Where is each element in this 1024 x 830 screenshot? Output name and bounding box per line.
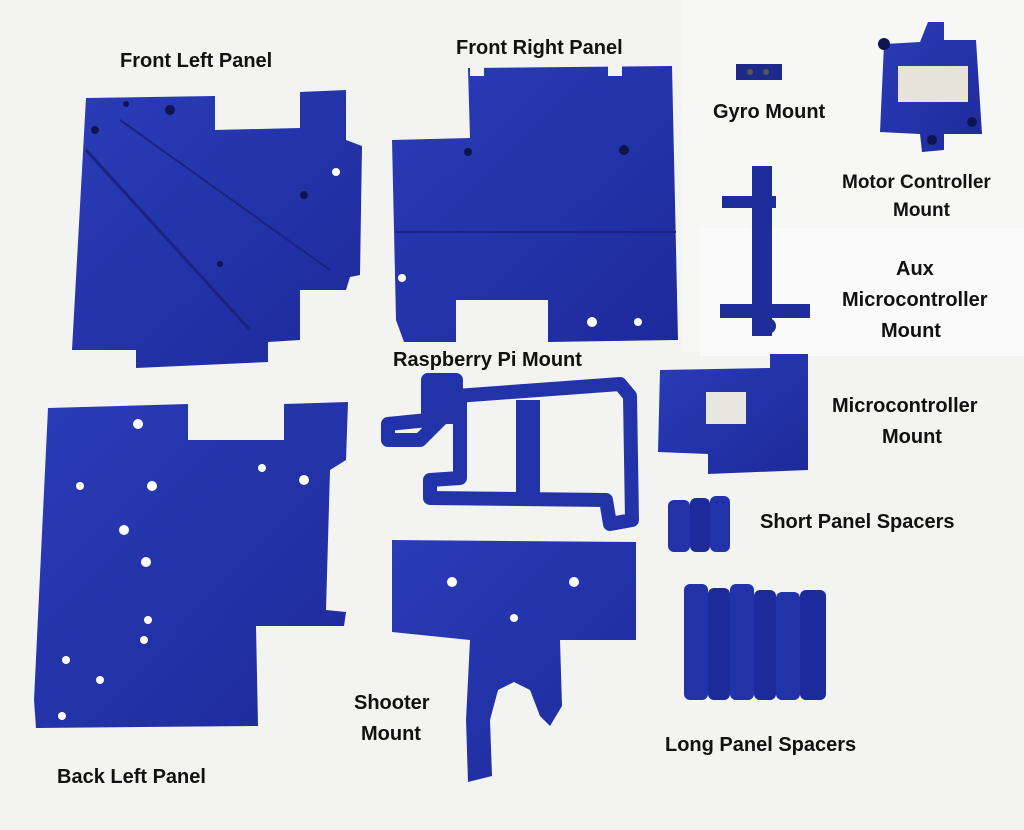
aux-microcontroller-mount-part: [720, 166, 810, 336]
back-left-panel-label: Back Left Panel: [57, 766, 206, 788]
aux-mount-label-line3: Mount: [881, 320, 941, 342]
aux-mount-label-line1: Aux: [896, 258, 934, 280]
gyro-mount-label: Gyro Mount: [713, 101, 826, 123]
shooter-mount-label-line2: Mount: [361, 723, 421, 745]
gyro-mount-part: [736, 64, 782, 80]
shooter-mount-part: [392, 540, 636, 782]
aux-mount-label-line2: Microcontroller: [842, 289, 988, 311]
shooter-mount-label-line1: Shooter: [354, 692, 430, 714]
motor-controller-mount-label-line1: Motor Controller: [842, 172, 991, 193]
motor-controller-mount-part: [878, 22, 982, 152]
long-panel-spacers-part: [684, 584, 826, 700]
back-left-panel-part: [34, 402, 348, 728]
microcontroller-mount-part: [658, 354, 808, 474]
raspberry-pi-mount-part: [381, 373, 639, 531]
raspberry-pi-mount-label: Raspberry Pi Mount: [393, 349, 582, 371]
front-left-panel-part: [72, 90, 362, 368]
long-panel-spacers-label: Long Panel Spacers: [665, 734, 857, 756]
front-right-panel-part: [392, 66, 678, 342]
short-panel-spacers-label: Short Panel Spacers: [760, 511, 955, 533]
front-left-panel-label: Front Left Panel: [120, 50, 273, 72]
microcontroller-mount-label-line2: Mount: [882, 426, 942, 448]
short-panel-spacers-part: [668, 496, 730, 552]
motor-controller-mount-label-line2: Mount: [893, 200, 950, 221]
front-right-panel-label: Front Right Panel: [456, 37, 623, 59]
microcontroller-mount-label-line1: Microcontroller: [832, 395, 978, 417]
